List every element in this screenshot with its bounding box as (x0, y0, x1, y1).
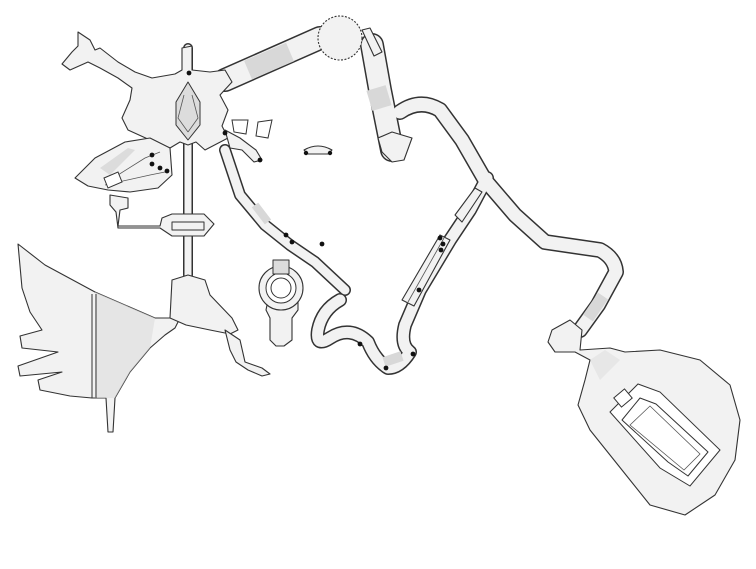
arc-room (303, 145, 333, 155)
marker (186, 70, 192, 76)
marker (149, 161, 155, 167)
marker (149, 152, 155, 158)
marker (410, 351, 416, 357)
marker (440, 241, 446, 247)
marker (383, 365, 389, 371)
marker (357, 341, 363, 347)
marker (437, 235, 443, 241)
north-circle-room (317, 15, 413, 163)
west-annex (74, 137, 215, 237)
marker (222, 130, 228, 136)
east-area (547, 319, 741, 516)
corridors (183, 26, 624, 375)
marker (164, 168, 170, 174)
marker (289, 239, 295, 245)
northwest-hub (61, 31, 273, 163)
marker (303, 150, 309, 156)
diagonal-room (401, 187, 483, 307)
marker (438, 247, 444, 253)
marker (283, 232, 289, 238)
marker (319, 241, 325, 247)
west-field (17, 243, 271, 433)
marker (327, 150, 333, 156)
marker (257, 157, 263, 163)
marker (416, 287, 422, 293)
ring-room (258, 259, 304, 347)
markers (149, 70, 446, 371)
marker (157, 165, 163, 171)
